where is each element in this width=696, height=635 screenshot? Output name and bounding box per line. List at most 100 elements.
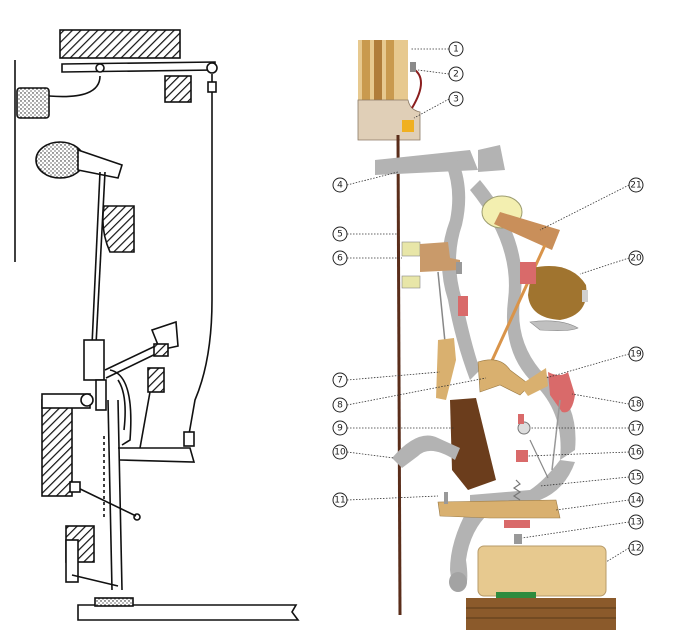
callout-6: 6 — [332, 250, 402, 266]
callout-circle — [628, 492, 644, 508]
callout-number: 18 — [630, 400, 642, 410]
callout-number: 5 — [337, 230, 343, 240]
small-hatched-block — [164, 75, 192, 103]
callout-1: 1 — [410, 41, 464, 57]
damper-lever — [420, 242, 460, 272]
callout-circle — [628, 420, 644, 436]
callout-leader-line — [346, 371, 441, 381]
green-felt — [496, 592, 536, 600]
callout-circle — [628, 444, 644, 460]
piano-string — [396, 134, 402, 616]
callout-14: 14 — [555, 492, 644, 511]
key-lever-connector — [118, 447, 196, 463]
callout-15: 15 — [539, 469, 644, 487]
callout-circle — [448, 91, 464, 107]
backcheck — [147, 367, 165, 393]
damper-block-yellow — [401, 241, 421, 257]
callout-circle — [332, 226, 348, 242]
callout-number: 3 — [453, 95, 459, 105]
callout-3: 3 — [413, 91, 464, 119]
callout-circle — [332, 492, 348, 508]
callout-12: 12 — [605, 540, 644, 563]
callout-circle — [628, 396, 644, 412]
central-lever — [83, 339, 105, 381]
top-rail — [61, 61, 216, 73]
callout-circle — [628, 177, 644, 193]
callout-number: 6 — [337, 254, 343, 264]
hammer-head-tan — [494, 212, 560, 250]
callout-number: 10 — [334, 448, 346, 458]
callout-8: 8 — [332, 377, 487, 413]
callout-leader-line — [527, 451, 630, 457]
callout-circle — [332, 444, 348, 460]
top-beam — [59, 29, 181, 59]
hammer-head — [35, 141, 85, 179]
gray-hook — [392, 435, 460, 468]
callout-number: 15 — [630, 473, 641, 483]
callout-number: 1 — [453, 45, 459, 55]
callout-number: 2 — [453, 70, 459, 80]
jack-spring — [512, 479, 522, 501]
callout-7: 7 — [332, 371, 441, 388]
callout-18: 18 — [571, 393, 644, 412]
callout-leader-line — [579, 257, 630, 275]
callout-circle — [628, 469, 644, 485]
callout-circle — [332, 420, 348, 436]
callout-21: 21 — [539, 177, 644, 231]
callout-17: 17 — [530, 420, 644, 436]
key-block-brown — [450, 398, 496, 490]
callout-leader-line — [346, 451, 395, 459]
hammer-rail-block — [102, 205, 135, 253]
string-wire — [187, 74, 213, 441]
callout-number: 9 — [337, 424, 343, 434]
callout-circle — [332, 397, 348, 413]
callout-leader-line — [555, 499, 630, 511]
callout-number: 11 — [334, 496, 345, 506]
callout-number: 20 — [630, 254, 642, 264]
callout-circle — [628, 250, 644, 266]
callout-number: 16 — [630, 448, 642, 458]
hammer-butt — [528, 266, 587, 320]
base-wood — [466, 598, 616, 630]
backcheck-felt — [548, 372, 575, 413]
callout-number: 7 — [337, 376, 343, 386]
callout-2: 2 — [417, 66, 464, 82]
callout-number: 17 — [630, 424, 641, 434]
callout-circle — [628, 346, 644, 362]
whippen — [477, 359, 531, 396]
callout-leader-line — [346, 377, 487, 406]
callout-11: 11 — [332, 492, 439, 508]
key-lever — [437, 499, 561, 519]
colored-cutaway — [357, 40, 616, 630]
callout-circle — [448, 66, 464, 82]
callout-circle — [628, 514, 644, 530]
callout-4: 4 — [332, 171, 399, 193]
gray-frame — [375, 150, 478, 175]
callout-leader-line — [539, 184, 630, 231]
callout-circle — [332, 372, 348, 388]
damper-block — [16, 87, 50, 119]
callout-number: 8 — [337, 401, 343, 411]
callout-leader-line — [571, 393, 630, 405]
callout-5: 5 — [332, 226, 398, 242]
callout-circle — [448, 41, 464, 57]
callout-10: 10 — [332, 444, 395, 460]
callout-number: 12 — [630, 544, 641, 554]
damper-felt-yellow — [402, 120, 414, 132]
callout-number: 14 — [630, 496, 642, 506]
key-body — [477, 545, 607, 597]
callout-19: 19 — [545, 346, 644, 379]
base-board — [77, 604, 300, 621]
callout-circle — [332, 177, 348, 193]
callout-leader-line — [545, 353, 630, 379]
callout-leader-line — [417, 69, 450, 75]
damper-spring — [411, 67, 422, 109]
callout-9: 9 — [332, 420, 454, 436]
hammer-spring — [529, 320, 579, 331]
callout-number: 19 — [630, 350, 642, 360]
callout-leader-line — [413, 98, 450, 119]
callout-number: 13 — [630, 518, 641, 528]
callout-circle — [628, 540, 644, 556]
